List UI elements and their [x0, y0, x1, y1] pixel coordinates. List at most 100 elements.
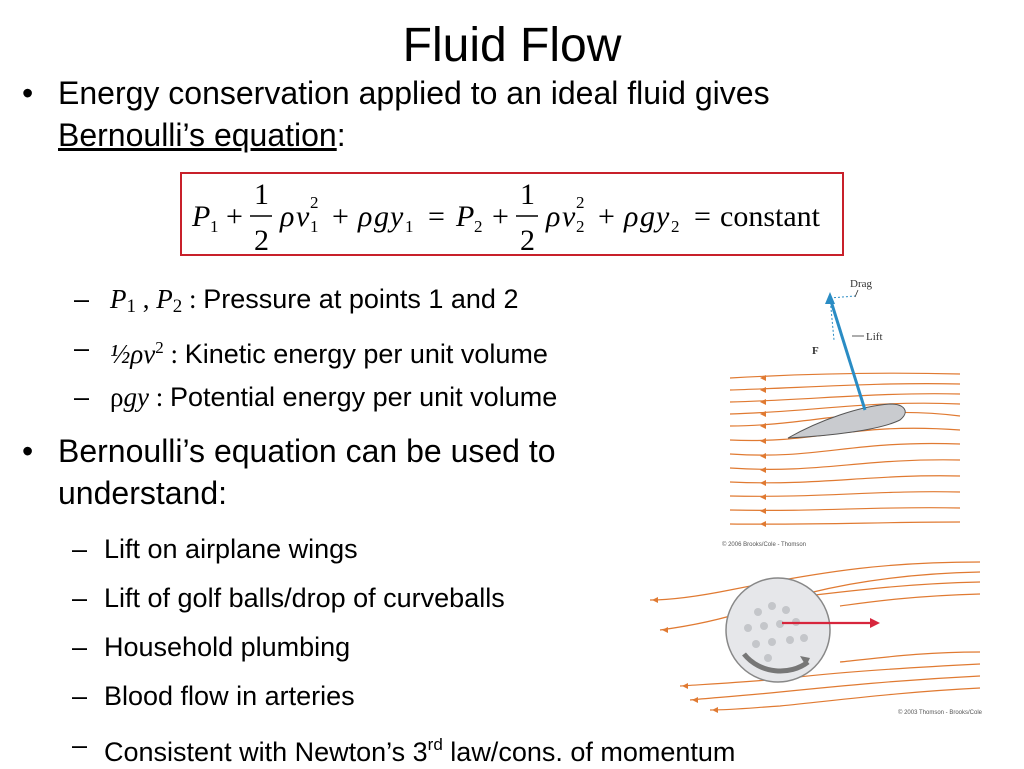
eq-y: y — [387, 200, 404, 233]
streamlines — [729, 372, 961, 525]
bullet-dot: • — [22, 433, 34, 469]
dash-marker: – — [74, 284, 90, 314]
eq-plus: + — [598, 200, 615, 233]
eq-rho: ρ — [279, 200, 294, 233]
slide-title: Fluid Flow — [402, 19, 622, 72]
sub-item-text: Lift on airplane wings — [104, 534, 358, 564]
sub-item-text: Kinetic energy per unit volume — [184, 339, 548, 369]
eq-subscript: 2 — [474, 217, 483, 236]
sub-item-newton: – Consistent with Newton’s 3rd law/cons.… — [72, 728, 736, 769]
sub-item-text: Blood flow in arteries — [104, 681, 355, 711]
sub-item-blood-flow: – Blood flow in arteries — [72, 679, 355, 713]
symbol-p: P — [156, 284, 173, 314]
golf-ball — [725, 577, 831, 683]
eq-numerator: 1 — [520, 178, 535, 211]
lift-component — [829, 297, 835, 341]
bernoulli-equation: P 1 + 1 2 ρ v 2 1 + ρ g y 1 = P 2 + 1 2 … — [191, 178, 821, 257]
superscript-rd: rd — [427, 735, 443, 754]
drag-component — [829, 295, 856, 299]
separator: : — [182, 284, 204, 314]
eq-g: g — [640, 200, 655, 233]
eq-v: v — [296, 200, 310, 233]
sub-item-text: Potential energy per unit volume — [169, 382, 558, 412]
eq-denominator: 2 — [520, 224, 535, 257]
dash-marker: – — [74, 333, 90, 363]
dash-marker: – — [74, 382, 90, 412]
eq-rho: ρ — [623, 200, 638, 233]
dash-marker: – — [72, 681, 88, 711]
dash-marker: – — [72, 730, 88, 760]
ball-streamlines — [649, 561, 981, 711]
sub-item-kinetic: – ½ρv2 : Kinetic energy per unit volume — [74, 331, 548, 371]
sub-item-text: Consistent with Newton’s 3 — [104, 737, 428, 767]
lift-label: Lift — [866, 331, 883, 343]
bullet-dot: • — [22, 75, 34, 111]
eq-equals: = — [428, 200, 445, 233]
symbol-half-rho-v: ½ρv — [110, 339, 156, 369]
eq-constant: constant — [720, 200, 821, 233]
sub-item-text: law/cons. of momentum — [442, 737, 736, 767]
sub-item-potential: – ρgy : Potential energy per unit volume — [74, 380, 558, 414]
eq-subscript: 2 — [671, 217, 680, 236]
eq-plus: + — [492, 200, 509, 233]
eq-subscript: 1 — [405, 217, 414, 236]
bernoulli-link-text: Bernoulli’s equation — [58, 117, 337, 153]
bullet-text: Energy conservation applied to an ideal … — [58, 75, 770, 111]
eq-superscript: 2 — [576, 193, 585, 212]
force-label: F — [812, 345, 819, 357]
subscript: 2 — [172, 296, 183, 317]
superscript: 2 — [155, 338, 164, 357]
eq-plus: + — [226, 200, 243, 233]
ball-streamline-arrows — [652, 597, 718, 713]
eq-numerator: 1 — [254, 178, 269, 211]
separator: : — [163, 339, 185, 369]
symbol-gy: gy — [123, 382, 149, 412]
sub-item-golf-balls: – Lift of golf balls/drop of curveballs — [72, 581, 505, 615]
symbol-rho: ρ — [110, 382, 124, 412]
streamline-arrows — [760, 375, 766, 527]
eq-rho: ρ — [357, 200, 372, 233]
eq-y: y — [653, 200, 670, 233]
bullet-text: Bernoulli’s equation can be used to — [58, 433, 556, 469]
separator: : — [148, 382, 170, 412]
sub-item-text: Household plumbing — [104, 632, 351, 662]
subscript: 1 — [126, 296, 137, 317]
eq-fraction-half: 1 2 — [250, 178, 272, 257]
ball-credit: © 2003 Thomson - Brooks/Cole — [898, 709, 983, 716]
bullet-text: understand: — [58, 475, 228, 511]
sub-item-text: Pressure at points 1 and 2 — [203, 284, 519, 314]
eq-symbol: P — [191, 200, 210, 233]
sub-item-lift-wings: – Lift on airplane wings — [72, 532, 358, 566]
eq-fraction-half: 1 2 — [516, 178, 538, 257]
spin-arrowhead — [800, 656, 810, 666]
bullet-uses: • Bernoulli’s equation can be used to un… — [22, 430, 698, 514]
eq-superscript: 2 — [310, 193, 319, 212]
eq-subscript: 2 — [576, 217, 585, 236]
eq-subscript: 1 — [310, 217, 319, 236]
drag-label: Drag — [850, 278, 872, 290]
dash-marker: – — [72, 583, 88, 613]
eq-v: v — [562, 200, 576, 233]
eq-denominator: 2 — [254, 224, 269, 257]
velocity-arrowhead — [870, 618, 880, 628]
wing-lift-figure: Drag Lift F © 2006 Brooks/Cole - Thomson — [722, 278, 961, 548]
eq-subscript: 1 — [210, 217, 219, 236]
eq-equals: = — [694, 200, 711, 233]
bullet-colon: : — [336, 117, 346, 153]
sub-item-pressure: – P1 , P2 : Pressure at points 1 and 2 — [74, 282, 519, 324]
sub-item-plumbing: – Household plumbing — [72, 630, 351, 664]
force-vector — [828, 297, 867, 411]
eq-term-p2: P 2 — [455, 200, 483, 236]
symbol-p: P — [110, 284, 127, 314]
comma: , — [136, 284, 157, 314]
eq-term-p1: P 1 — [191, 200, 219, 236]
sub-item-text: Lift of golf balls/drop of curveballs — [104, 583, 505, 613]
eq-plus: + — [332, 200, 349, 233]
eq-rho: ρ — [545, 200, 560, 233]
eq-symbol: P — [455, 200, 474, 233]
dash-marker: – — [72, 632, 88, 662]
bernoulli-equation-box: P 1 + 1 2 ρ v 2 1 + ρ g y 1 = P 2 + 1 2 … — [180, 172, 844, 257]
spin-arrow — [742, 652, 810, 674]
eq-g: g — [374, 200, 389, 233]
golf-ball-figure: © 2003 Thomson - Brooks/Cole — [649, 561, 983, 716]
